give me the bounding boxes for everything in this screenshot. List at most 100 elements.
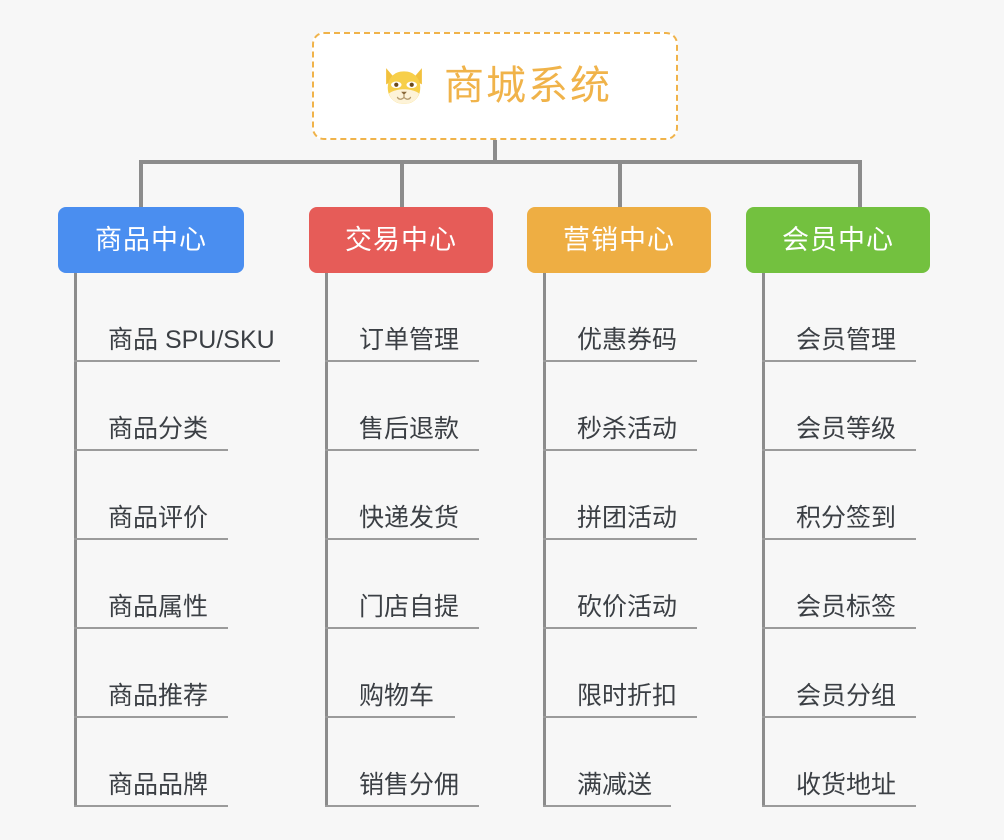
branch-drop-connector-4 bbox=[858, 160, 862, 207]
leaf-underline bbox=[74, 716, 228, 718]
leaf-label: 门店自提 bbox=[359, 593, 460, 621]
leaf-underline bbox=[762, 716, 916, 718]
branch-drop-connector-1 bbox=[139, 160, 143, 207]
root-node[interactable]: 商城系统 bbox=[312, 32, 678, 140]
leaf-item[interactable]: 秒杀活动 bbox=[543, 362, 697, 451]
leaf-item[interactable]: 商品品牌 bbox=[74, 718, 228, 807]
category-label: 营销中心 bbox=[563, 224, 675, 255]
category-box-product-center[interactable]: 商品中心 bbox=[58, 207, 244, 273]
leaf-label: 订单管理 bbox=[359, 326, 460, 354]
leaf-item[interactable]: 积分签到 bbox=[762, 451, 916, 540]
root-stem-connector bbox=[493, 140, 497, 162]
branch-member-center: 会员中心会员管理会员等级积分签到会员标签会员分组收货地址 bbox=[0, 207, 1004, 840]
leaf-label: 满减送 bbox=[577, 771, 653, 799]
category-label: 会员中心 bbox=[782, 224, 894, 255]
leaf-underline bbox=[325, 538, 479, 540]
leaf-item[interactable]: 商品推荐 bbox=[74, 629, 228, 718]
leaf-label: 会员等级 bbox=[796, 415, 897, 443]
leaf-underline bbox=[74, 449, 228, 451]
leaf-label: 商品 SPU/SKU bbox=[108, 326, 275, 354]
leaf-item[interactable]: 会员等级 bbox=[762, 362, 916, 451]
leaf-item[interactable]: 限时折扣 bbox=[543, 629, 697, 718]
branch-drop-connector-3 bbox=[618, 160, 622, 207]
leaf-item[interactable]: 商品评价 bbox=[74, 451, 228, 540]
leaf-underline bbox=[762, 449, 916, 451]
leaf-underline bbox=[325, 449, 479, 451]
leaf-label: 砍价活动 bbox=[577, 593, 678, 621]
leaf-label: 积分签到 bbox=[796, 504, 897, 532]
leaf-underline bbox=[325, 360, 479, 362]
root-title: 商城系统 bbox=[444, 64, 612, 108]
leaf-item[interactable]: 收货地址 bbox=[762, 718, 916, 807]
leaf-underline bbox=[762, 627, 916, 629]
leaf-item[interactable]: 商品分类 bbox=[74, 362, 228, 451]
leaf-item[interactable]: 满减送 bbox=[543, 718, 671, 807]
leaf-label: 限时折扣 bbox=[577, 682, 678, 710]
leaf-label: 售后退款 bbox=[359, 415, 460, 443]
leaf-item[interactable]: 砍价活动 bbox=[543, 540, 697, 629]
leaf-underline bbox=[762, 360, 916, 362]
leaf-underline bbox=[74, 805, 228, 807]
leaf-item[interactable]: 优惠券码 bbox=[543, 273, 697, 362]
leaf-underline bbox=[325, 805, 479, 807]
leaf-label: 拼团活动 bbox=[577, 504, 678, 532]
branch-trunk-marketing-center bbox=[543, 273, 546, 807]
leaf-item[interactable]: 售后退款 bbox=[325, 362, 479, 451]
leaf-item[interactable]: 门店自提 bbox=[325, 540, 479, 629]
branch-product-center: 商品中心商品 SPU/SKU 商品分类商品评价商品属性商品推荐商品品牌 bbox=[0, 207, 1004, 840]
leaf-label: 秒杀活动 bbox=[577, 415, 678, 443]
leaf-label: 快递发货 bbox=[359, 504, 460, 532]
category-box-member-center[interactable]: 会员中心 bbox=[746, 207, 930, 273]
branch-trade-center: 交易中心订单管理售后退款快递发货门店自提购物车销售分佣 bbox=[0, 207, 1004, 840]
leaf-item[interactable]: 商品 SPU/SKU bbox=[74, 273, 280, 362]
leaf-label: 优惠券码 bbox=[577, 326, 678, 354]
leaf-item[interactable]: 会员分组 bbox=[762, 629, 916, 718]
branch-trunk-trade-center bbox=[325, 273, 328, 807]
leaf-underline bbox=[74, 627, 228, 629]
shiba-dog-face-icon bbox=[386, 68, 422, 104]
leaf-underline bbox=[325, 627, 479, 629]
leaf-underline bbox=[543, 716, 697, 718]
leaf-item[interactable]: 购物车 bbox=[325, 629, 455, 718]
leaf-label: 商品品牌 bbox=[108, 771, 209, 799]
leaf-label: 会员标签 bbox=[796, 593, 897, 621]
leaf-label: 购物车 bbox=[359, 682, 435, 710]
branch-drop-connector-2 bbox=[400, 160, 404, 207]
leaf-label: 销售分佣 bbox=[359, 771, 460, 799]
leaf-underline bbox=[543, 627, 697, 629]
leaf-item[interactable]: 会员标签 bbox=[762, 540, 916, 629]
leaf-list-trade-center: 订单管理售后退款快递发货门店自提购物车销售分佣 bbox=[325, 273, 479, 807]
leaf-underline bbox=[543, 360, 697, 362]
horizontal-bus-connector bbox=[139, 160, 862, 164]
branch-trunk-product-center bbox=[74, 273, 77, 807]
leaf-item[interactable]: 会员管理 bbox=[762, 273, 916, 362]
category-box-marketing-center[interactable]: 营销中心 bbox=[527, 207, 711, 273]
leaf-list-product-center: 商品 SPU/SKU 商品分类商品评价商品属性商品推荐商品品牌 bbox=[74, 273, 280, 807]
leaf-underline bbox=[762, 538, 916, 540]
leaf-underline bbox=[762, 805, 916, 807]
branch-trunk-member-center bbox=[762, 273, 765, 807]
leaf-label: 会员分组 bbox=[796, 682, 897, 710]
leaf-list-marketing-center: 优惠券码秒杀活动拼团活动砍价活动限时折扣满减送 bbox=[543, 273, 697, 807]
leaf-underline bbox=[543, 805, 671, 807]
leaf-list-member-center: 会员管理会员等级积分签到会员标签会员分组收货地址 bbox=[762, 273, 916, 807]
leaf-item[interactable]: 销售分佣 bbox=[325, 718, 479, 807]
leaf-item[interactable]: 订单管理 bbox=[325, 273, 479, 362]
leaf-underline bbox=[543, 538, 697, 540]
leaf-item[interactable]: 快递发货 bbox=[325, 451, 479, 540]
category-box-trade-center[interactable]: 交易中心 bbox=[309, 207, 493, 273]
leaf-label: 商品推荐 bbox=[108, 682, 209, 710]
leaf-item[interactable]: 拼团活动 bbox=[543, 451, 697, 540]
leaf-underline bbox=[74, 360, 280, 362]
leaf-label: 商品属性 bbox=[108, 593, 209, 621]
category-label: 商品中心 bbox=[95, 224, 207, 255]
leaf-item[interactable]: 商品属性 bbox=[74, 540, 228, 629]
leaf-underline bbox=[325, 716, 455, 718]
leaf-underline bbox=[74, 538, 228, 540]
leaf-label: 会员管理 bbox=[796, 326, 897, 354]
leaf-label: 商品分类 bbox=[108, 415, 209, 443]
leaf-label: 收货地址 bbox=[796, 771, 897, 799]
category-label: 交易中心 bbox=[345, 224, 457, 255]
leaf-underline bbox=[543, 449, 697, 451]
